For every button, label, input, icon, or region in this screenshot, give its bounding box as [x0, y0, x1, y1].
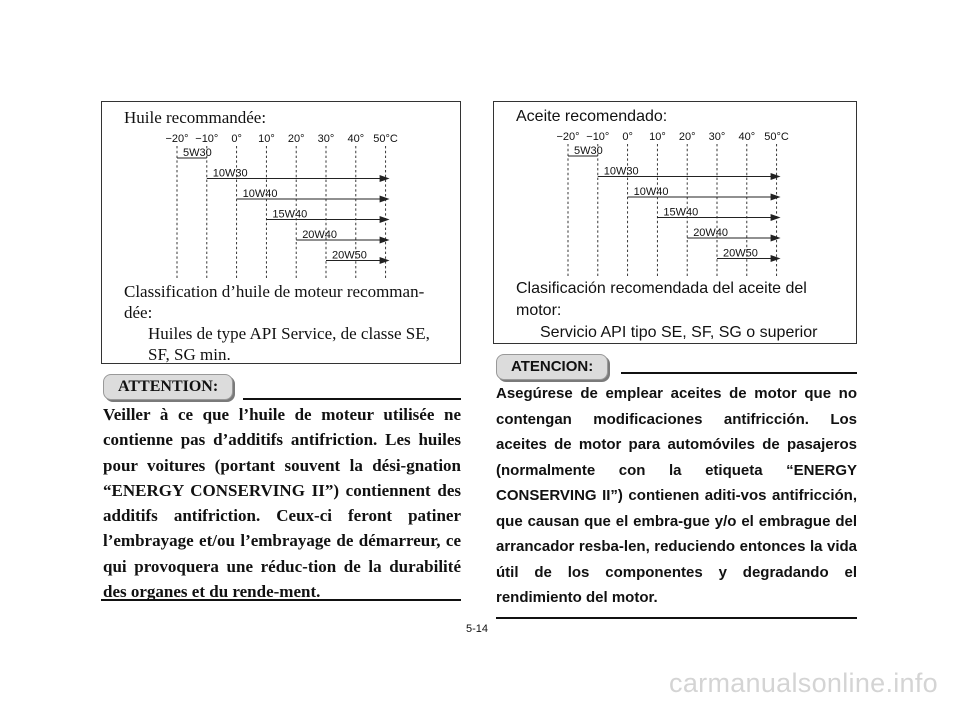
temp-tick-label: 20°	[679, 131, 696, 143]
classification-detail-fr: Huiles de type API Service, de classe SE…	[148, 324, 430, 364]
grade-label: 20W40	[693, 227, 728, 239]
grade-label: 10W30	[604, 166, 639, 178]
temp-tick-label: 10°	[258, 133, 275, 145]
end-rule-fr	[101, 599, 461, 601]
temp-tick-label: −10°	[586, 131, 609, 143]
grade-arrowhead	[770, 193, 781, 201]
end-rule-es	[496, 617, 857, 619]
grade-arrowhead	[770, 173, 781, 180]
temp-tick-label: 40°	[347, 133, 364, 145]
grade-arrowhead	[379, 195, 390, 203]
warning-header-es: ATENCION:	[496, 354, 857, 382]
warning-rule-fr	[243, 398, 461, 400]
page-number: 5-14	[466, 623, 489, 635]
temp-tick-label: 10°	[649, 131, 666, 143]
grade-label: 5W30	[183, 147, 212, 159]
temp-tick-label: 0°	[622, 131, 633, 143]
oil-title-fr: Huile recommandée:	[124, 108, 267, 127]
temp-tick-label: 0°	[231, 133, 242, 145]
grade-arrowhead	[770, 234, 781, 242]
temp-tick-label: −20°	[165, 133, 188, 145]
classification-label-fr: Classification d’huile de moteur recomma…	[124, 282, 425, 322]
temp-tick-label: −10°	[195, 133, 218, 145]
classification-label-es: Clasificación recomendada del aceite del…	[516, 280, 807, 319]
grade-label: 5W30	[574, 145, 603, 157]
grade-label: 15W40	[272, 209, 307, 221]
oil-title-es: Aceite recomendado:	[516, 108, 668, 125]
temp-tick-label: 30°	[709, 131, 726, 143]
classification-es: Clasificación recomendada del aceite del…	[516, 278, 846, 344]
temp-tick-label: 50°C	[764, 131, 789, 143]
warning-badge-fr: ATTENTION:	[103, 374, 234, 400]
temp-tick-label: 50°C	[373, 133, 398, 145]
grade-arrowhead	[379, 257, 390, 264]
warning-text-es: Asegúrese de emplear aceites de motor qu…	[496, 385, 857, 606]
grade-label: 10W40	[634, 186, 669, 198]
grade-arrowhead	[770, 255, 781, 262]
grade-arrowhead	[770, 214, 781, 221]
temp-tick-label: 40°	[738, 131, 755, 143]
oil-box-fr: Huile recommandée: −20° −10° 0° 10° 20° 30° 40…	[101, 101, 461, 364]
watermark: carmanualsonline.info	[669, 668, 938, 698]
grade-label: 20W50	[332, 250, 367, 262]
classification-detail-es: Servicio API tipo SE, SF, SG o superior	[540, 324, 818, 341]
grade-label: 10W30	[213, 168, 248, 180]
temp-tick-label: −20°	[556, 131, 579, 143]
grade-label: 15W40	[663, 207, 698, 219]
grade-label: 10W40	[243, 188, 278, 200]
grade-arrowhead	[379, 216, 390, 223]
grade-arrowhead	[379, 236, 390, 244]
warning-rule-es	[621, 372, 857, 374]
grade-label: 20W50	[723, 248, 758, 260]
warning-badge-es: ATENCION:	[496, 354, 609, 380]
grade-arrowhead	[379, 175, 390, 182]
temp-tick-label: 30°	[318, 133, 335, 145]
temp-tick-label: 20°	[288, 133, 305, 145]
warning-header-fr: ATTENTION:	[103, 374, 461, 402]
warning-text-fr: Veiller à ce que l’huile de moteur utili…	[103, 405, 461, 602]
oil-box-es: Aceite recomendado: −20° −10° 0° 10° 20° 30° 4…	[493, 101, 857, 344]
classification-fr: Classification d’huile de moteur recomma…	[124, 281, 450, 365]
grade-label: 20W40	[302, 229, 337, 241]
